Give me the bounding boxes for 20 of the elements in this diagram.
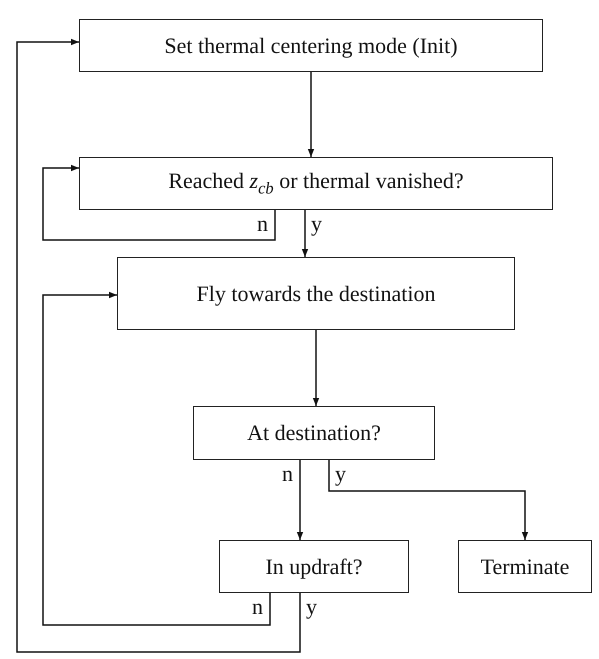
node-text: Terminate bbox=[480, 554, 570, 580]
node-text: At destination? bbox=[247, 420, 381, 446]
arrow bbox=[312, 330, 320, 406]
process-box bbox=[79, 19, 543, 72]
process-box bbox=[219, 540, 409, 593]
arrow bbox=[42, 164, 276, 241]
arrow bbox=[308, 72, 314, 157]
process-box bbox=[117, 257, 515, 330]
arrow bbox=[302, 210, 308, 257]
arrow bbox=[42, 292, 271, 626]
node-text: Set thermal centering mode (Init) bbox=[164, 32, 458, 58]
arrow bbox=[328, 460, 528, 540]
arrow bbox=[16, 38, 301, 653]
node-text: In updraft? bbox=[265, 554, 363, 580]
arrow bbox=[296, 460, 304, 540]
process-box bbox=[458, 540, 592, 593]
process-box bbox=[193, 406, 435, 460]
node-text: Reached z$_{cb}$ or thermal vanished? bbox=[168, 168, 464, 199]
node-text: Fly towards the destination bbox=[196, 280, 436, 306]
process-box bbox=[79, 157, 553, 210]
